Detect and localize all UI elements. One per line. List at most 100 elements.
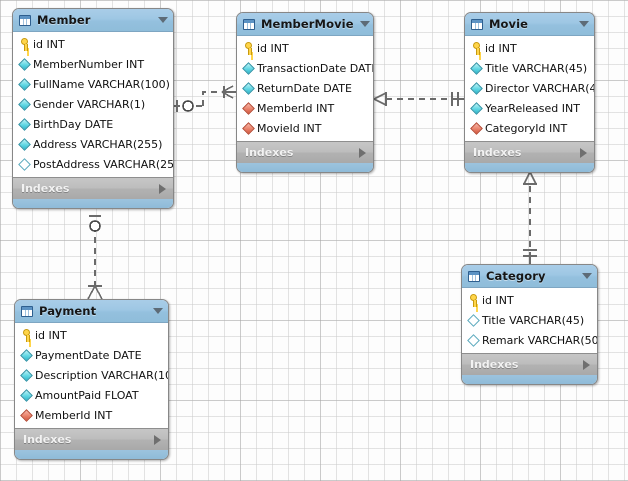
relationship-member-payment (87, 215, 103, 300)
table-card-category[interactable]: Category id INT Title VARCHAR(45) Remark VA… (461, 264, 598, 385)
diamond-icon (18, 97, 31, 111)
diamond-icon (20, 388, 33, 402)
diamond-icon (18, 57, 31, 71)
hollow-diamond-icon (18, 157, 31, 171)
column-list: id INT PaymentDate DATE Description VARCHA… (15, 323, 168, 428)
column-row[interactable]: id INT (15, 325, 168, 345)
table-footer (15, 450, 168, 459)
key-icon (472, 41, 482, 55)
column-row[interactable]: Remark VARCHAR(500) (462, 330, 597, 350)
column-row[interactable]: id INT (13, 34, 173, 54)
table-footer (465, 163, 594, 172)
table-card-payment[interactable]: Payment id INT PaymentDate DATE Description… (14, 299, 169, 460)
column-row[interactable]: YearReleased INT (465, 98, 594, 118)
column-name: id INT (485, 41, 517, 55)
column-row[interactable]: Address VARCHAR(255) (13, 134, 173, 154)
column-name: MemberId INT (257, 101, 335, 115)
column-row[interactable]: MemberId INT (15, 405, 168, 425)
column-name: MemberId INT (35, 408, 113, 422)
red-diamond-icon (242, 101, 255, 115)
column-row[interactable]: id INT (462, 290, 597, 310)
column-row[interactable]: TransactionDate DATE (237, 58, 373, 78)
column-name: AmountPaid FLOAT (35, 388, 139, 402)
table-card-membermovie[interactable]: MemberMovie id INT TransactionDate DATE Ret… (236, 12, 374, 173)
column-name: Address VARCHAR(255) (33, 137, 163, 151)
column-row[interactable]: Gender VARCHAR(1) (13, 94, 173, 114)
column-row[interactable]: Director VARCHAR(45) (465, 78, 594, 98)
red-diamond-icon (242, 121, 255, 135)
column-row[interactable]: FullName VARCHAR(100) (13, 74, 173, 94)
column-row[interactable]: ReturnDate DATE (237, 78, 373, 98)
column-row[interactable]: Title VARCHAR(45) (465, 58, 594, 78)
table-title: Movie (489, 17, 529, 31)
chevron-right-icon[interactable] (359, 147, 366, 158)
chevron-right-icon[interactable] (154, 434, 161, 445)
table-header-movie[interactable]: Movie (465, 13, 594, 36)
indexes-label: Indexes (23, 433, 72, 446)
column-name: MovieId INT (257, 121, 322, 135)
chevron-down-icon[interactable] (158, 17, 168, 23)
column-name: YearReleased INT (485, 101, 580, 115)
key-icon (22, 328, 32, 342)
column-row[interactable]: AmountPaid FLOAT (15, 385, 168, 405)
column-name: id INT (257, 41, 289, 55)
chevron-right-icon[interactable] (159, 183, 166, 194)
column-name: Title VARCHAR(45) (482, 313, 585, 327)
column-row[interactable]: BirthDay DATE (13, 114, 173, 134)
column-row[interactable]: PostAddress VARCHAR(255) (13, 154, 173, 174)
column-row[interactable]: id INT (465, 38, 594, 58)
table-header-category[interactable]: Category (462, 265, 597, 288)
column-name: Title VARCHAR(45) (485, 61, 588, 75)
diamond-icon (20, 368, 33, 382)
table-header-member[interactable]: Member (13, 9, 173, 32)
key-icon (20, 37, 30, 51)
column-row[interactable]: id INT (237, 38, 373, 58)
column-row[interactable]: CategoryId INT (465, 118, 594, 138)
table-icon (243, 18, 255, 30)
indexes-section-member[interactable]: Indexes (13, 177, 173, 199)
table-icon (468, 270, 480, 282)
diamond-icon (470, 101, 483, 115)
chevron-down-icon[interactable] (582, 273, 592, 279)
column-row[interactable]: MovieId INT (237, 118, 373, 138)
indexes-section-membermovie[interactable]: Indexes (237, 141, 373, 163)
column-name: BirthDay DATE (33, 117, 114, 131)
hollow-diamond-icon (467, 333, 480, 347)
table-title: Payment (39, 304, 97, 318)
chevron-right-icon[interactable] (580, 147, 587, 158)
chevron-down-icon[interactable] (579, 21, 589, 27)
column-name: id INT (33, 37, 65, 51)
hollow-diamond-icon (467, 313, 480, 327)
chevron-down-icon[interactable] (359, 21, 370, 27)
table-icon (19, 14, 31, 26)
column-name: id INT (35, 328, 67, 342)
column-row[interactable]: PaymentDate DATE (15, 345, 168, 365)
column-row[interactable]: Description VARCHAR(100) (15, 365, 168, 385)
table-header-membermovie[interactable]: MemberMovie (237, 13, 373, 36)
column-row[interactable]: MemberNumber INT (13, 54, 173, 74)
table-card-movie[interactable]: Movie id INT Title VARCHAR(45) Director VAR… (464, 12, 595, 173)
diamond-icon (242, 81, 255, 95)
diamond-icon (20, 348, 33, 362)
table-footer (13, 199, 173, 208)
column-name: Description VARCHAR(100) (35, 368, 169, 382)
chevron-right-icon[interactable] (583, 359, 590, 370)
relationship-member-membermovie (174, 85, 236, 112)
indexes-section-payment[interactable]: Indexes (15, 428, 168, 450)
indexes-section-movie[interactable]: Indexes (465, 141, 594, 163)
table-icon (21, 305, 33, 317)
column-row[interactable]: Title VARCHAR(45) (462, 310, 597, 330)
diamond-icon (18, 137, 31, 151)
chevron-down-icon[interactable] (153, 308, 163, 314)
table-title: MemberMovie (261, 17, 354, 31)
indexes-section-category[interactable]: Indexes (462, 353, 597, 375)
diamond-icon (470, 61, 483, 75)
diamond-icon (470, 81, 483, 95)
column-row[interactable]: MemberId INT (237, 98, 373, 118)
red-diamond-icon (20, 408, 33, 422)
table-header-payment[interactable]: Payment (15, 300, 168, 323)
column-name: ReturnDate DATE (257, 81, 352, 95)
table-title: Category (486, 269, 546, 283)
